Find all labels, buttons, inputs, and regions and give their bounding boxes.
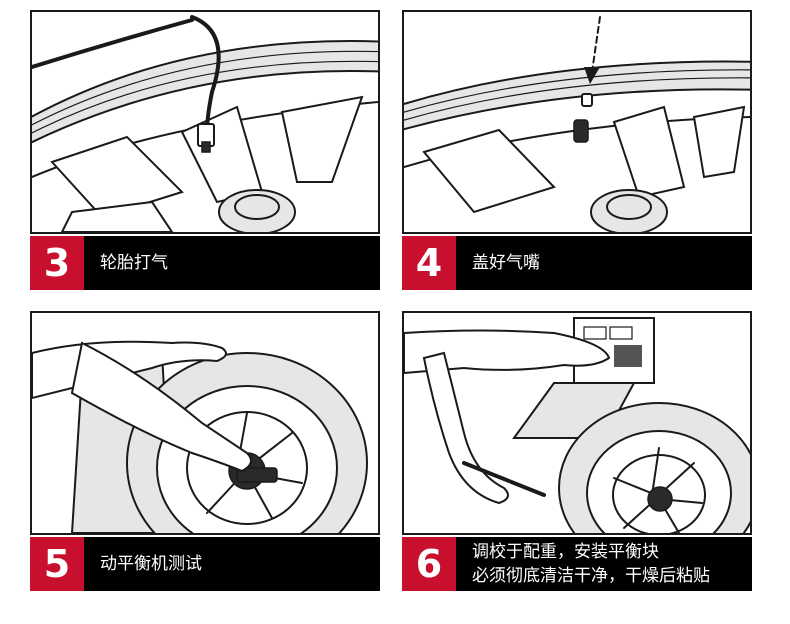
step-caption: 6 调校于配重，安装平衡块 必须彻底清洁干净，干燥后粘贴 <box>402 537 752 591</box>
step-number-badge: 3 <box>30 236 84 290</box>
step-number-badge: 5 <box>30 537 84 591</box>
step-caption: 3 轮胎打气 <box>30 236 380 290</box>
step-caption-text: 轮胎打气 <box>100 253 168 273</box>
step-caption: 5 动平衡机测试 <box>30 537 380 591</box>
balancing-machine-illustration <box>30 311 380 535</box>
weight-installation-illustration <box>402 311 752 535</box>
step-number-badge: 4 <box>402 236 456 290</box>
step-caption-line-2: 必须彻底清洁干净，干燥后粘贴 <box>472 566 710 586</box>
step-caption-line-1: 调校于配重，安装平衡块 <box>472 542 659 562</box>
step-caption: 4 盖好气嘴 <box>402 236 752 290</box>
step-caption-text: 动平衡机测试 <box>100 554 202 574</box>
step-caption-text: 盖好气嘴 <box>472 253 540 273</box>
step-number-badge: 6 <box>402 537 456 591</box>
valve-cap-illustration <box>402 10 752 234</box>
tire-inflation-illustration <box>30 10 380 234</box>
